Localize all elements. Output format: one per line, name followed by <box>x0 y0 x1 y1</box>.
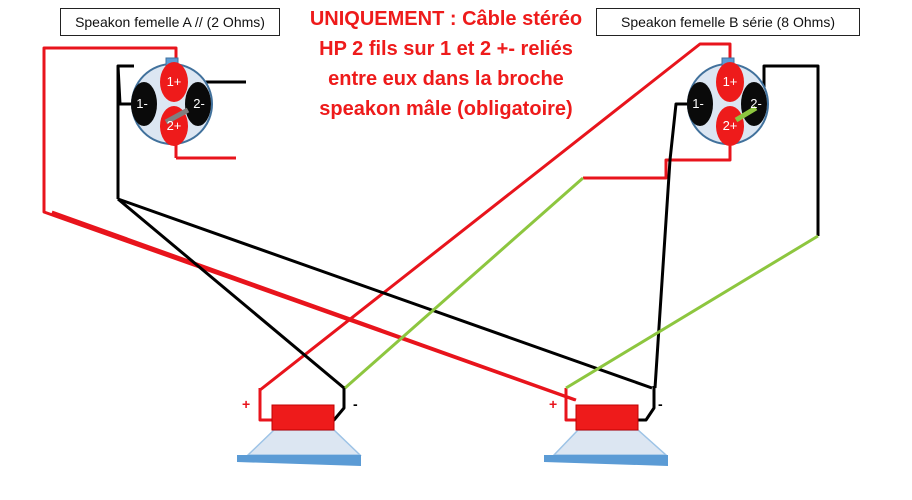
wire-green-right <box>565 234 819 390</box>
connector-b-pin-2plus-label: 2+ <box>723 118 738 133</box>
connector-b-label: Speakon femelle B série (8 Ohms) <box>596 8 860 36</box>
speaker-right-magnet <box>575 404 639 431</box>
speaker-left-cone <box>246 429 362 456</box>
connector-b-pin-1plus <box>716 62 744 102</box>
left-speaker-plus-lead <box>258 388 275 422</box>
wire-left-speaker-to-b <box>259 42 732 392</box>
speaker-right-base <box>544 455 668 466</box>
wire-a-plus-to-right-speaker <box>42 46 576 402</box>
connector-a-pin-2minus-label: 2- <box>193 96 205 111</box>
speaker-right-minus-sign: - <box>658 396 663 412</box>
speaker-left-plus-sign: + <box>242 396 251 412</box>
connector-b-pin-1minus <box>687 82 713 126</box>
connector-a-pin-1minus <box>131 82 157 126</box>
wire-a-plus-cross <box>51 210 577 402</box>
wire-a-to-left-speaker-minus <box>117 197 345 390</box>
diagram-title: UNIQUEMENT : Câble stéréo HP 2 fils sur … <box>309 8 583 120</box>
connector-b-bridge <box>734 105 758 123</box>
speaker-left-magnet <box>271 404 335 431</box>
connector-a-label: Speakon femelle A // (2 Ohms) <box>60 8 280 36</box>
red-wires <box>42 42 732 422</box>
wire-b-2plus-loop <box>583 140 732 180</box>
connector-a-pin-1plus <box>160 62 188 102</box>
speaker-left-base <box>237 455 361 466</box>
connector-b: 1+ 2+ 1- 2- <box>687 57 769 146</box>
connector-b-pin-2plus <box>716 106 744 146</box>
connector-b-pin-1minus-label: 1- <box>692 96 704 111</box>
connector-a-pin-2plus-label: 2+ <box>167 118 182 133</box>
right-speaker-minus-lead <box>634 386 656 422</box>
green-wires <box>344 176 819 390</box>
speaker-right-plus-sign: + <box>549 396 558 412</box>
connector-a-pin-2minus <box>185 82 211 126</box>
speaker-left <box>237 404 362 466</box>
connector-a-pin-1plus-label: 1+ <box>167 74 182 89</box>
wire-green-left <box>344 176 584 390</box>
connector-a-pin-1minus-label: 1- <box>136 96 148 111</box>
wire-b-2minus-out <box>762 64 820 236</box>
connector-a: 1+ 2+ 1- 2- <box>131 57 213 146</box>
wire-b-minus-to-right-speaker <box>653 102 694 389</box>
speaker-right <box>544 404 668 466</box>
connector-a-bridge <box>164 107 190 125</box>
right-speaker-plus-lead <box>564 388 580 422</box>
speaker-right-cone <box>552 429 668 456</box>
connector-b-pin-2minus-label: 2- <box>750 96 762 111</box>
wire-a-to-right-speaker-minus <box>117 197 653 390</box>
connector-b-pin-1plus-label: 1+ <box>723 74 738 89</box>
speaker-left-minus-sign: - <box>353 396 358 412</box>
black-wires <box>116 64 820 422</box>
